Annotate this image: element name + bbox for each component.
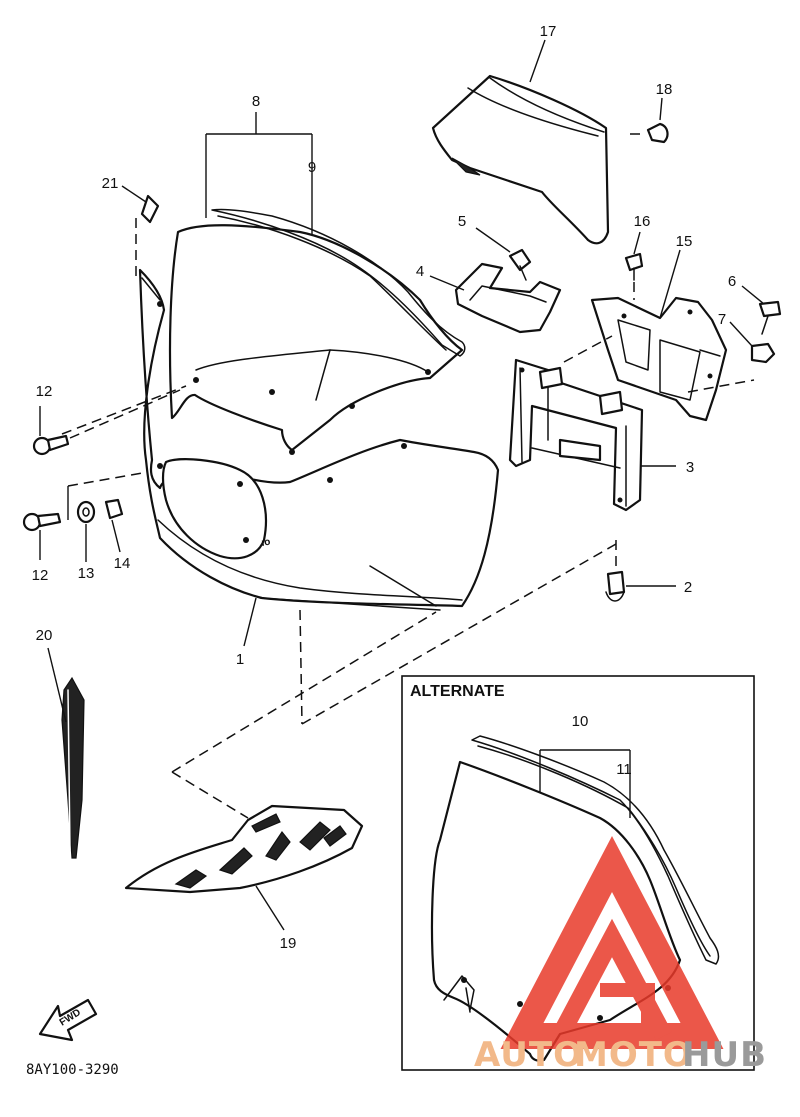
callout-numbers: 1 2 3 4 5 6 7 8 9 10 11 12 12 13 14 15 1… [32,23,737,952]
callout-17: 17 [540,23,557,40]
part-12-screw-lower [22,512,62,532]
drawing-code: 8AY100-3290 [26,1062,119,1078]
part-5-bolt [475,227,532,281]
callout-18: 18 [656,81,673,98]
callout-20: 20 [36,627,53,644]
part-14-damper [104,498,124,520]
callout-15: 15 [676,233,693,250]
part-21-grommet [135,194,160,282]
part-15-bracket [590,296,728,422]
part-1-upper-cowling: ıo [138,268,500,611]
callout-6: 6 [728,273,736,290]
part-16-bolt [624,252,644,300]
callout-16: 16 [634,213,651,230]
part-3-stay [508,358,644,512]
part-4-bracket [454,262,562,334]
callout-12-lower: 12 [32,567,49,584]
part-12-screw-upper [32,389,181,456]
part-20-trim [61,676,85,859]
callout-3: 3 [686,459,694,476]
part-13-collar [76,500,96,524]
callout-5: 5 [458,213,466,230]
watermark [500,835,724,1049]
callout-19: 19 [280,935,297,952]
fwd-arrow: FWD [38,998,98,1042]
callout-7: 7 [718,311,726,328]
callout-8: 8 [252,93,260,110]
callout-9: 9 [308,159,316,176]
callout-14: 14 [114,555,131,572]
callout-4: 4 [416,263,424,280]
part-8-9-windscreen [168,208,466,455]
callout-12-upper: 12 [36,383,53,400]
part-7-nut [750,342,776,364]
watermark-moto: MOTO [574,1035,693,1075]
watermark-hub: HUB [682,1035,767,1075]
callout-2: 2 [684,579,692,596]
watermark-auto: AUTO [474,1035,583,1075]
part-18-grommet [630,122,669,144]
alternate-label: ALTERNATE [410,683,505,700]
part-19-lower-panel [124,804,364,894]
part-2-bolt [605,540,626,602]
part-6-bolt [758,300,782,335]
callout-13: 13 [78,565,95,582]
callout-11: 11 [616,761,632,778]
svg-text:ıo: ıo [261,537,272,549]
callout-21: 21 [102,175,119,192]
callout-1: 1 [236,651,244,668]
watermark-text: AUTO MOTO HUB [474,1035,767,1075]
part-17-upper-cover [431,74,610,245]
callout-10: 10 [572,713,589,730]
